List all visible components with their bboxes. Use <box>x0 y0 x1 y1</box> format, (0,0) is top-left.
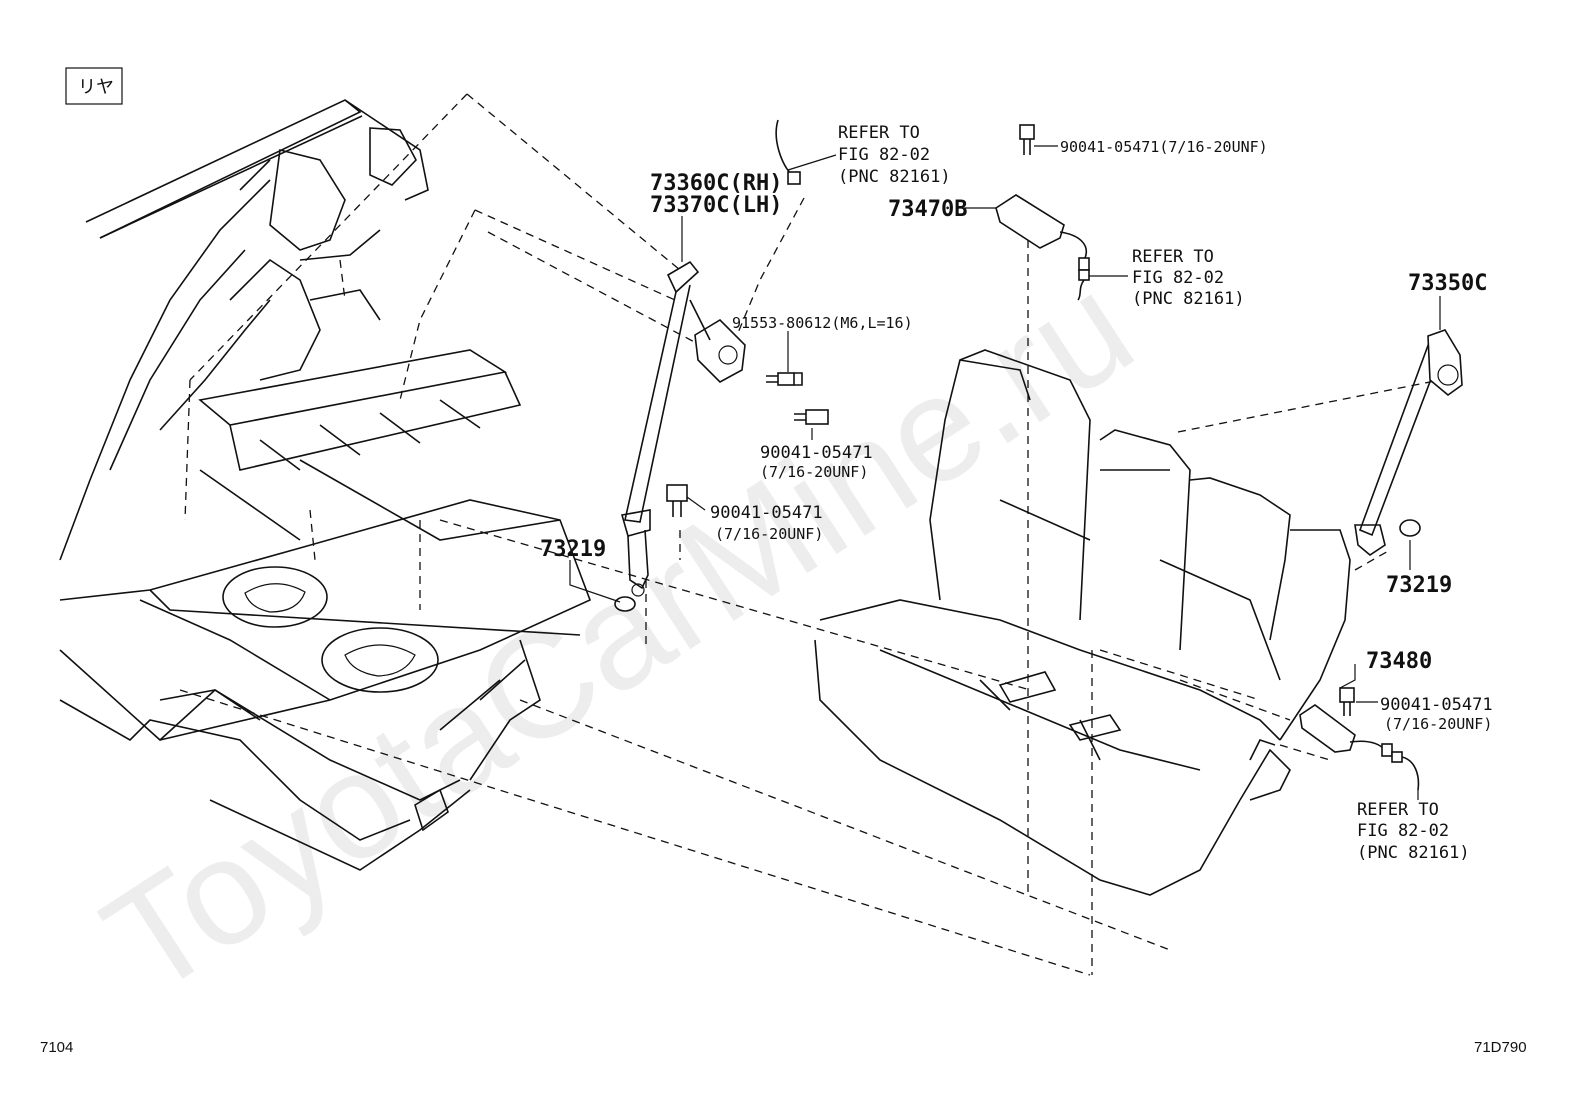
watermark: ToyotaCarMine.ru <box>76 241 1160 1027</box>
label-73219-right: 73219 <box>1386 573 1452 598</box>
label-73360c-rh: 73360C(RH) <box>650 171 782 196</box>
label-refer-low-1: REFER TO <box>1357 800 1439 820</box>
rear-seat <box>814 349 1351 896</box>
label-bolt-right-1: 90041-05471 <box>1380 695 1493 715</box>
label-73350c: 73350C <box>1408 271 1487 296</box>
leader-lines-left <box>179 93 1441 976</box>
buckle-center <box>995 124 1090 301</box>
label-bolt-low-2: (7/16-20UNF) <box>715 525 823 543</box>
label-73370c-lh: 73370C(LH) <box>650 193 782 218</box>
label-bolt-right-2: (7/16-20UNF) <box>1384 715 1492 733</box>
region-label: リヤ <box>78 77 114 97</box>
page-number: 7104 <box>40 1039 73 1056</box>
region-label-box: リヤ <box>65 67 123 105</box>
figure-code: 71D790 <box>1474 1039 1527 1056</box>
buckle-right <box>1299 687 1420 791</box>
label-refer-mid-3: (PNC 82161) <box>1132 289 1245 309</box>
vehicle-body-illustration <box>59 99 592 871</box>
callout-labels: 73360C(RH) 73370C(LH) REFER TO FIG 82-02… <box>540 123 1493 863</box>
label-refer-top-1: REFER TO <box>838 123 920 143</box>
label-73480: 73480 <box>1366 649 1432 674</box>
label-91553-80612: 91553-80612(M6,L=16) <box>732 314 913 332</box>
label-73219-left: 73219 <box>540 537 606 562</box>
label-refer-mid-2: FIG 82-02 <box>1132 268 1224 288</box>
label-refer-mid-1: REFER TO <box>1132 247 1214 267</box>
bolts-left <box>666 372 829 517</box>
label-refer-top-3: (PNC 82161) <box>838 167 951 187</box>
label-bolt-top: 90041-05471(7/16-20UNF) <box>1060 138 1268 156</box>
label-73470b: 73470B <box>888 197 967 222</box>
label-bolt-mid-1: 90041-05471 <box>760 443 873 463</box>
label-leaders <box>569 145 1441 800</box>
label-refer-low-2: FIG 82-02 <box>1357 821 1449 841</box>
seat-belt-right <box>1354 329 1463 556</box>
label-bolt-low-1: 90041-05471 <box>710 503 823 523</box>
label-bolt-mid-2: (7/16-20UNF) <box>760 463 868 481</box>
label-refer-top-2: FIG 82-02 <box>838 145 930 165</box>
label-refer-low-3: (PNC 82161) <box>1357 843 1470 863</box>
wire-connector-top <box>775 119 801 185</box>
seat-belt-left <box>614 260 746 612</box>
